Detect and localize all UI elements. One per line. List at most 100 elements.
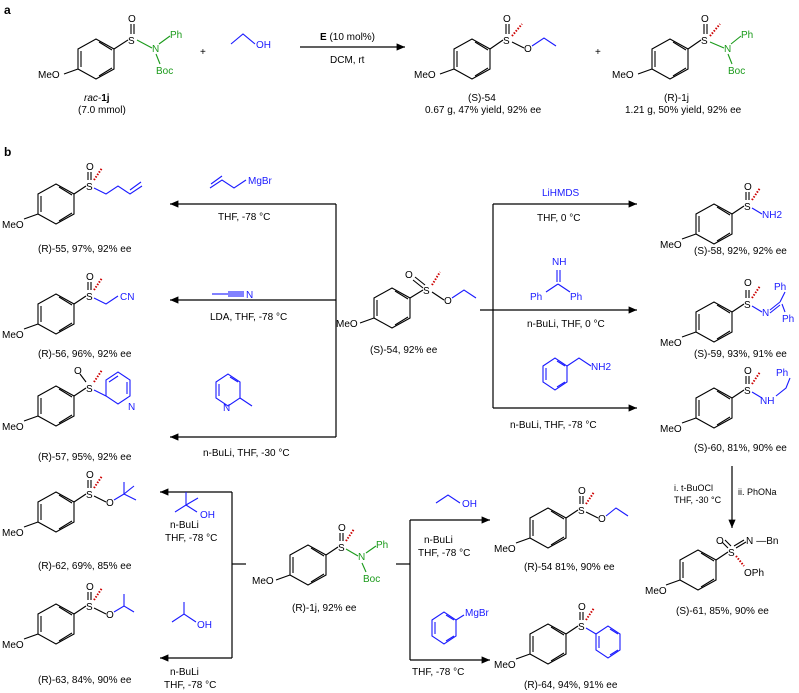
atom-meo: MeO: [494, 544, 516, 555]
cond-54b-1: n-BuLi: [424, 535, 453, 546]
cond-63-2: THF, -78 °C: [164, 680, 216, 691]
atom-ph: Ph: [741, 30, 753, 41]
atom-s: S: [423, 286, 430, 297]
reagent-55-text: MgBr: [248, 176, 273, 187]
reagent-acetonitrile: N: [212, 290, 253, 301]
label-57: (R)-57, 95%, 92% ee: [38, 452, 132, 463]
structure-s58: S O NH2 MeO: [660, 182, 782, 251]
cond-a-bottom: DCM, rt: [330, 55, 365, 66]
atom-s: S: [744, 202, 751, 213]
atom-ph: Ph: [782, 314, 794, 325]
atom-oph: OPh: [744, 568, 764, 579]
cond-64: THF, -78 °C: [412, 667, 464, 678]
atom-s: S: [86, 602, 93, 613]
reagent-iproh: OH: [171, 602, 212, 631]
atom-meo: MeO: [336, 319, 358, 330]
atom-o: O: [86, 582, 94, 593]
structure-s54-center: S O O MeO: [336, 270, 477, 330]
reagent-54b-oh: OH: [462, 499, 477, 510]
label-55: (R)-55, 97%, 92% ee: [38, 244, 132, 255]
structure-r57: S O N MeO: [2, 366, 135, 433]
reagent-59-ph1: Ph: [530, 292, 542, 303]
reagent-butenylmgbr: MgBr: [209, 175, 273, 189]
structure-s59: S O N Ph Ph MeO: [660, 278, 794, 349]
label-60: (S)-60, 81%, 90% ee: [694, 443, 787, 454]
s54-yield: 0.67 g, 47% yield, 92% ee: [425, 105, 542, 116]
atom-o: O: [744, 366, 752, 377]
reagent-phmgbr: MgBr: [431, 608, 490, 645]
atom-s: S: [503, 36, 510, 47]
reagent-63-oh: OH: [197, 620, 212, 631]
atom-s: S: [578, 622, 585, 633]
ethanol-oh: OH: [256, 40, 271, 51]
reagent-picoline: N: [215, 373, 253, 414]
label-64: (R)-64, 94%, 91% ee: [524, 680, 618, 691]
structure-s54-a: S O O MeO: [414, 14, 557, 81]
reagent-57-n: N: [223, 403, 230, 414]
atom-o: O: [444, 296, 452, 307]
atom-s: S: [744, 386, 751, 397]
label-58: (S)-58, 92%, 92% ee: [694, 246, 787, 257]
atom-n: N: [152, 44, 159, 55]
label-56: (R)-56, 96%, 92% ee: [38, 349, 132, 360]
structure-r54-lower: S O O MeO: [494, 486, 629, 555]
structure-r64: S O MeO: [494, 602, 621, 671]
atom-meo: MeO: [660, 338, 682, 349]
atom-s: S: [728, 548, 735, 559]
reagent-etoh-lower: OH: [435, 494, 477, 510]
atom-n: N: [762, 308, 769, 319]
atom-s: S: [86, 182, 93, 193]
center2-label: (R)-1j, 92% ee: [292, 603, 357, 614]
atom-o: O: [338, 523, 346, 534]
rac-1j-name: rac-1j: [84, 93, 110, 104]
atom-o: O: [86, 272, 94, 283]
structure-r62: S O O MeO: [2, 470, 137, 539]
rac-1j-amount: (7.0 mmol): [78, 105, 126, 116]
atom-meo: MeO: [252, 576, 274, 587]
structure-rac-1j: S O N Ph Boc MeO: [38, 14, 182, 81]
cond-60: n-BuLi, THF, -78 °C: [510, 420, 597, 431]
reagent-tbuoh: OH: [174, 492, 215, 521]
atom-o: O: [106, 498, 114, 509]
atom-n-bn: N—Bn: [746, 536, 778, 547]
atom-o: O: [86, 470, 94, 481]
structure-r1j-a: S O N Ph Boc MeO: [612, 14, 753, 81]
label-61: (S)-61, 85%, 90% ee: [676, 606, 769, 617]
atom-o: O: [74, 366, 82, 377]
atom-nh: NH: [760, 396, 774, 407]
reagent-59-nh: NH: [552, 257, 566, 268]
reagent-benzylamine: NH2: [542, 357, 611, 391]
structure-r56: S O CN MeO: [2, 272, 134, 341]
structure-s60: S O NH Ph MeO: [660, 366, 791, 435]
structure-ethanol: OH: [230, 33, 271, 51]
structure-s61: S O N—Bn OPh MeO: [645, 536, 778, 597]
label-54b: (R)-54 81%, 90% ee: [524, 562, 615, 573]
atom-cn: CN: [120, 292, 134, 303]
atom-s: S: [86, 490, 93, 501]
atom-s: S: [701, 36, 708, 47]
plus-sign-2: +: [595, 47, 601, 58]
atom-o: O: [128, 14, 136, 25]
atom-meo: MeO: [2, 528, 24, 539]
atom-s: S: [578, 506, 585, 517]
cond-58: THF, 0 °C: [537, 213, 580, 224]
atom-nh2: NH2: [762, 210, 782, 221]
atom-o: O: [701, 14, 709, 25]
structure-r1j-center: S O N Ph Boc MeO: [252, 523, 388, 587]
atom-s: S: [86, 384, 93, 395]
r1j-name: (R)-1j: [664, 93, 689, 104]
atom-o: O: [106, 610, 114, 621]
atom-o: O: [744, 278, 752, 289]
atom-ph: Ph: [376, 540, 388, 551]
atom-n: N: [358, 552, 365, 563]
atom-o: O: [598, 514, 606, 525]
reagent-64-text: MgBr: [465, 608, 490, 619]
cond-63-1: n-BuLi: [170, 667, 199, 678]
atom-o: O: [524, 44, 532, 55]
atom-s: S: [338, 543, 345, 554]
atom-s: S: [744, 300, 751, 311]
label-59: (S)-59, 93%, 91% ee: [694, 349, 787, 360]
cond-61-1: i. t-BuOCl: [674, 483, 713, 493]
cond-54b-2: THF, -78 °C: [418, 548, 470, 559]
reagent-benzophenone-imine: NH Ph Ph: [530, 257, 582, 303]
